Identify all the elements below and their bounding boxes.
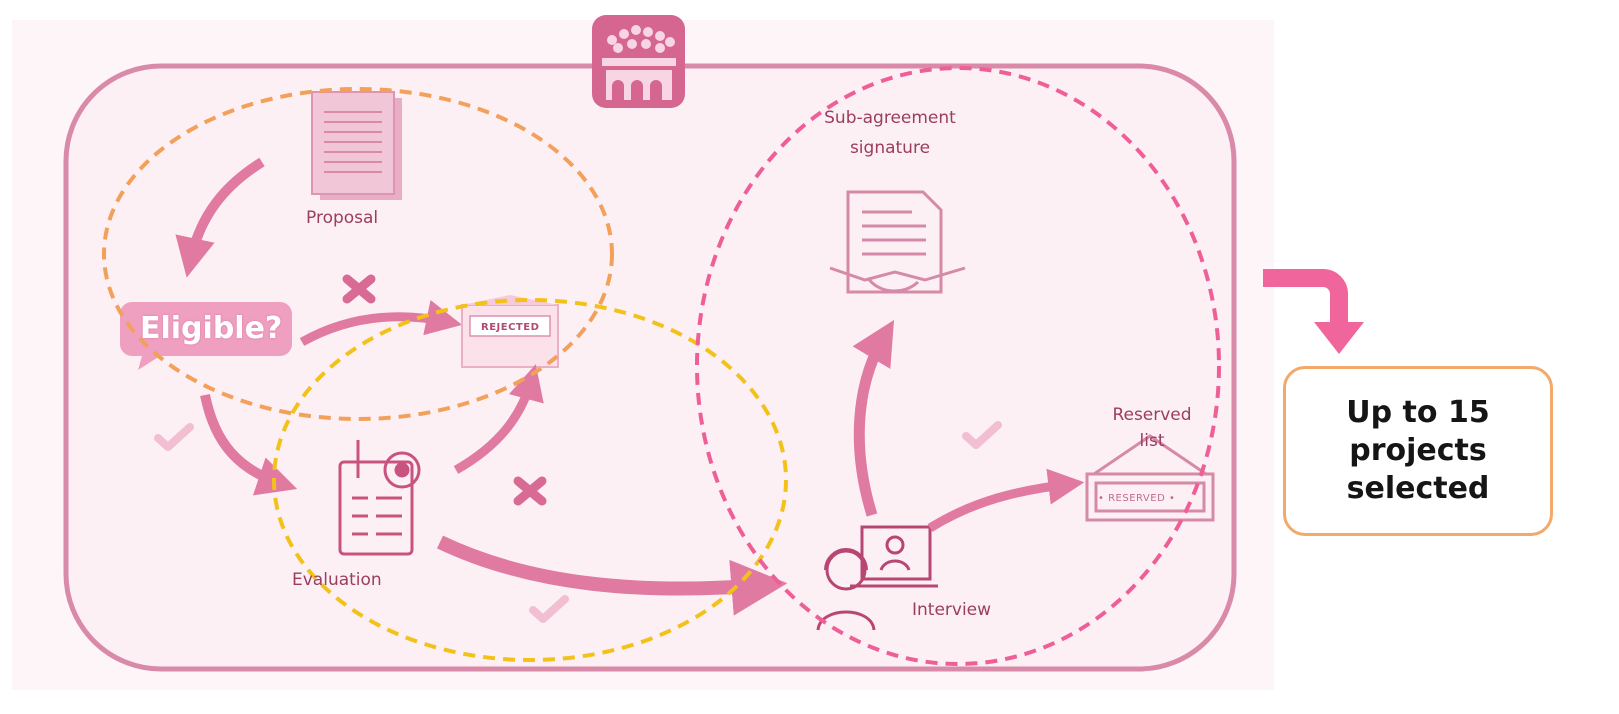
node-interview-label: Interview: [912, 600, 992, 620]
evaluation-icon: [338, 440, 421, 556]
check-icon-evaluation: [529, 595, 569, 623]
node-sub-agreement-label: Sub-agreement signature: [824, 108, 956, 158]
phase-selection-ellipse: [695, 66, 1221, 666]
interview-icon: [816, 525, 938, 631]
arrow-evaluation-to-rejected: [453, 364, 544, 474]
check-icon-eligible: [154, 423, 194, 451]
result-text: Up to 15 projects selected: [1346, 395, 1490, 506]
node-proposal-label: Proposal: [306, 208, 379, 228]
arrow-eligible-to-rejected: [299, 299, 463, 346]
rejected-envelope-icon: [461, 295, 559, 368]
arrow-eligible-to-evaluation: [200, 394, 298, 496]
building-logo-icon: [592, 15, 685, 108]
arrow-evaluation-to-interview: [436, 535, 788, 616]
result-box: Up to 15 projects selected: [1283, 366, 1553, 536]
evaluation-x-icon: [513, 476, 547, 506]
reserved-sign-label: • RESERVED •: [1098, 493, 1176, 504]
phase-eligibility-ellipse: [102, 87, 614, 421]
eligible-bubble-icon: [120, 302, 292, 370]
node-eligible-label: Eligible?: [140, 311, 283, 346]
node-evaluation-label: Evaluation: [292, 570, 382, 590]
node-rejected-label: REJECTED: [481, 322, 540, 333]
arrow-proposal-to-eligible: [175, 157, 265, 278]
result-arrow-icon: [1263, 269, 1364, 354]
node-reserved-list-label: Reserved list: [1112, 405, 1192, 451]
phase-evaluation-ellipse: [272, 298, 788, 662]
arrow-interview-to-signature: [852, 319, 895, 517]
check-icon-interview: [962, 421, 1002, 449]
arrow-interview-to-reserved: [927, 468, 1085, 532]
document-icon: [311, 91, 402, 200]
handshake-contract-icon: [829, 190, 966, 294]
process-frame: [63, 63, 1237, 672]
reserved-sign-icon: [1085, 434, 1215, 522]
rejected-x-icon: [342, 274, 376, 304]
